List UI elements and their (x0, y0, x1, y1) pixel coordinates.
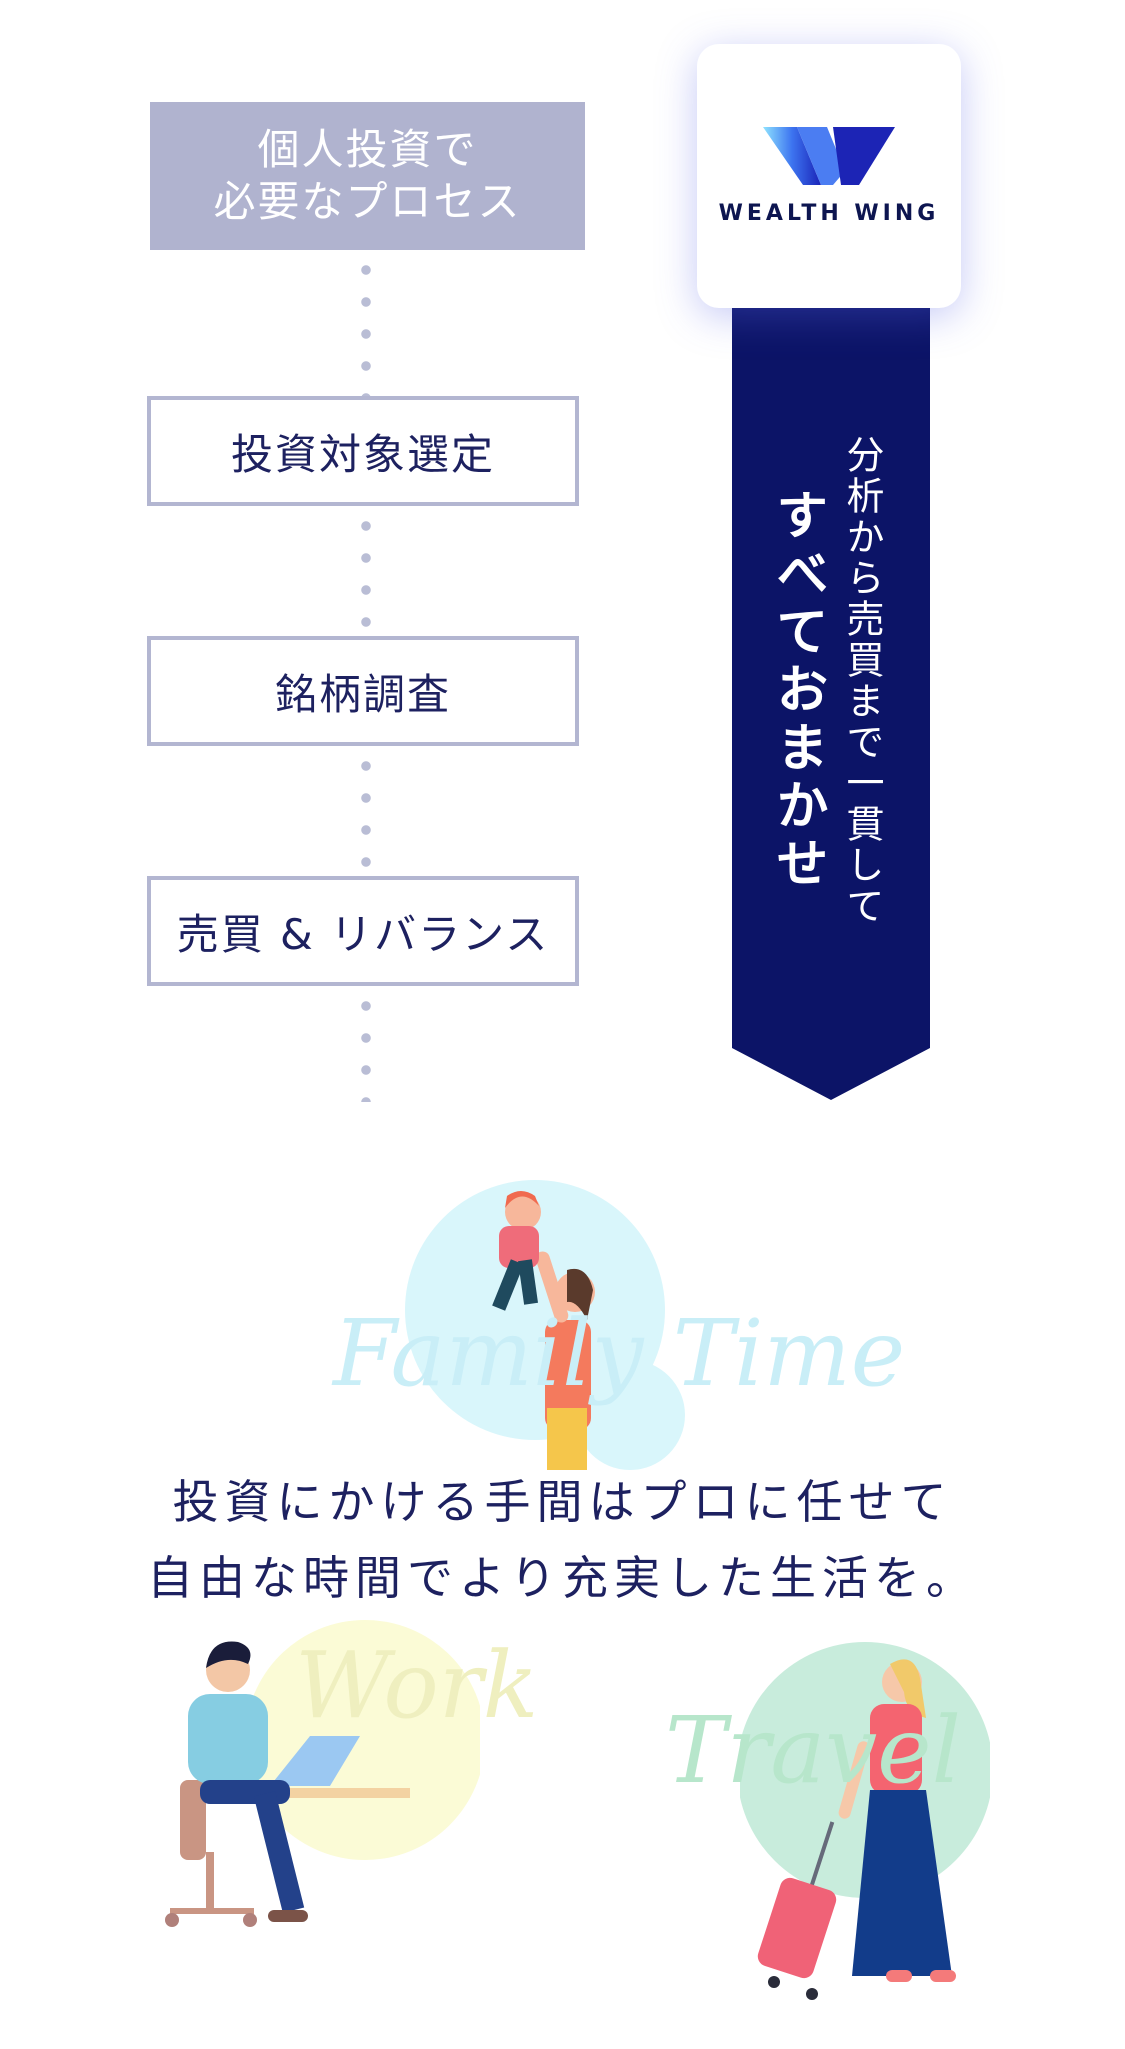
family-time-illustration (405, 1180, 685, 1470)
tagline-line1: 投資にかける手間はプロに任せて (172, 1475, 953, 1529)
tagline: 投資にかける手間はプロに任せて 自由な時間でより充実した生活を。 (0, 1464, 1125, 1616)
process-header-line2: 必要なプロセス (213, 177, 522, 226)
travel-illustration (740, 1642, 990, 2000)
banner-arrow-shape (732, 300, 930, 1100)
family-time-label: Family Time (333, 1300, 906, 1407)
tagline-line2: 自由な時間でより充実した生活を。 (146, 1551, 979, 1605)
all-in-one-banner (732, 300, 930, 1100)
process-connector (361, 510, 371, 630)
work-label: Work (295, 1632, 539, 1739)
wealth-wing-logo-icon (763, 126, 895, 185)
work-illustration (165, 1620, 480, 1927)
wealth-wing-logo-card: WEALTH WING (697, 44, 961, 308)
travel-label: Travel (665, 1697, 962, 1804)
process-header-line1: 個人投資で (257, 125, 478, 174)
process-connector (361, 990, 371, 1102)
process-header: 個人投資で 必要なプロセス (150, 102, 585, 250)
brand-name: WEALTH WING (718, 200, 940, 226)
process-connector (361, 254, 371, 398)
process-step-trading: 売買 & リバランス (147, 876, 579, 986)
process-step-research: 銘柄調査 (147, 636, 579, 746)
banner-title: すべておまかせ (767, 488, 827, 894)
process-step-selection: 投資対象選定 (147, 396, 579, 506)
banner-subtitle: 分析から売買まで一貫して (840, 435, 884, 927)
process-connector (361, 750, 371, 870)
